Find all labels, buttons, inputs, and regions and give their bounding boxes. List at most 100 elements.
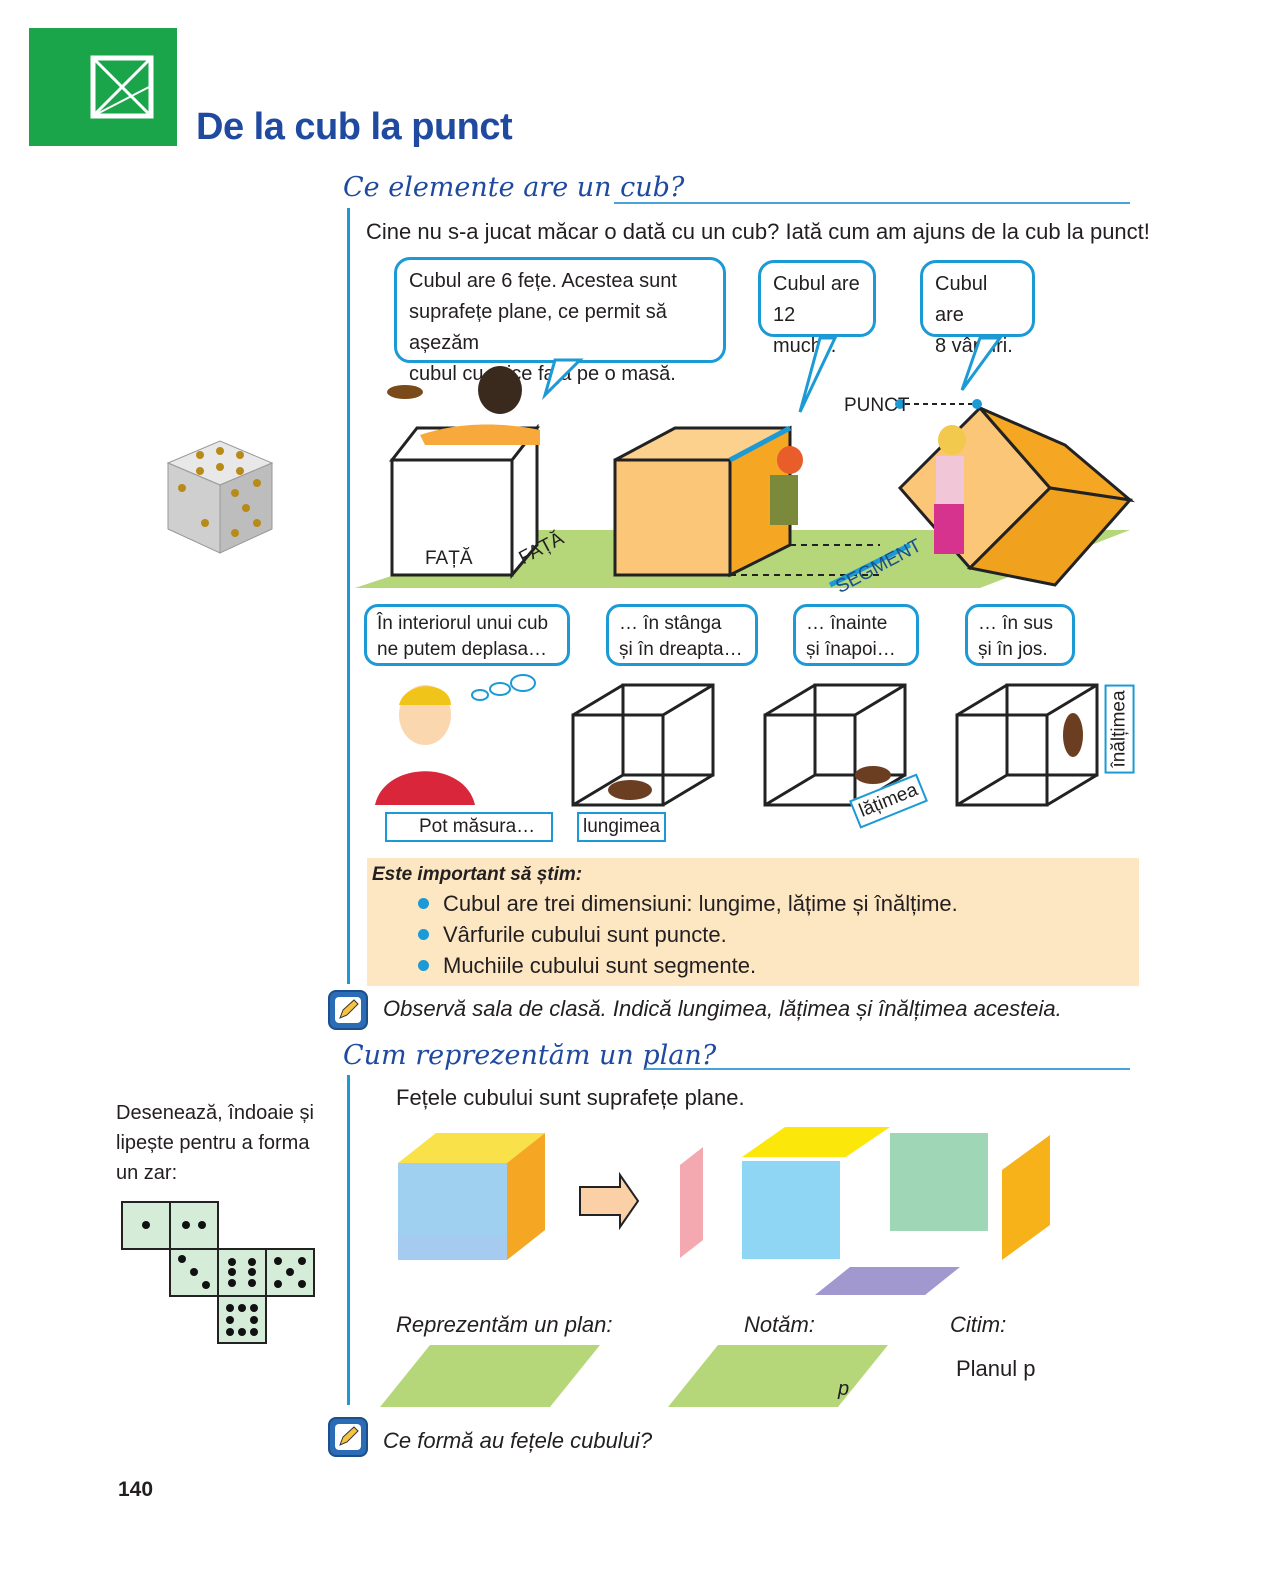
bubble-line: Cubul are — [935, 273, 988, 326]
cube-faces-illustration — [398, 1127, 1050, 1295]
section-vertical-rule — [347, 1075, 350, 1405]
ant-3 — [1063, 713, 1083, 757]
arrow-right-icon — [579, 1171, 640, 1231]
pencil-task-icon — [328, 1417, 368, 1457]
girl-legs — [934, 504, 964, 554]
intro-text: Cine nu s-a jucat măcar o dată cu un cub… — [366, 219, 1150, 244]
bullet-item: Muchiile cubului sunt segmente. — [418, 953, 756, 979]
plane-drawings — [380, 1345, 888, 1407]
thought-bubble-left-right: … în stânga și în dreapta… — [606, 604, 758, 666]
bubble-line: Cubul are 6 fețe. Acestea sunt — [409, 270, 677, 292]
bubble-line: ne putem deplasa… — [377, 639, 548, 660]
cube-illustration — [355, 336, 1136, 588]
cube-side-face — [507, 1133, 545, 1260]
face-purple — [815, 1267, 960, 1295]
pencil-task-icon — [328, 990, 368, 1030]
bullet-icon — [418, 897, 429, 909]
important-title: Este important să știm: — [372, 864, 583, 885]
wireframe-illustration — [375, 674, 1099, 807]
bubble-line: … în sus — [978, 613, 1053, 634]
plane-letter: p — [838, 1378, 850, 1400]
bullet-item: Cubul are trei dimensiuni: lungime, lăți… — [418, 891, 958, 917]
thought-bubble-forward-back: … înainte și înapoi… — [793, 604, 919, 666]
length-label: lungimea — [577, 812, 667, 842]
face-orange — [1002, 1135, 1050, 1260]
thought-bubble-up-down: … în sus și în jos. — [965, 604, 1075, 666]
caption-represent: Reprezentăm un plan: — [396, 1312, 613, 1337]
heading-underline — [614, 202, 1130, 204]
speech-bubble-vertices: Cubul are 8 vârfuri. — [920, 260, 1035, 357]
plane-intro-text: Fețele cubului sunt suprafețe plane. — [396, 1085, 745, 1110]
bubble-line: Cubul are — [773, 273, 860, 295]
segment-line — [828, 542, 912, 588]
ant-1 — [608, 780, 652, 800]
bubble-tail — [798, 336, 838, 413]
bullet-icon — [418, 959, 429, 971]
wire-cube-1 — [571, 683, 715, 807]
bubble-line: cubul cu orice față pe o masă. — [409, 363, 676, 385]
chapter-icon-box — [29, 28, 177, 146]
dice-net-diagram — [121, 1201, 315, 1344]
tilted-cube-side — [966, 486, 1133, 587]
bullet-text: Vârfurile cubului sunt puncte. — [443, 922, 727, 947]
face-pink — [680, 1147, 703, 1258]
point-marker — [895, 399, 905, 409]
ant-2 — [855, 766, 891, 784]
heading-underline — [645, 1068, 1130, 1070]
bullet-icon — [418, 928, 429, 940]
boy-head — [478, 366, 522, 414]
face-label-front: FAȚĂ — [425, 548, 473, 569]
bullet-item: Vârfurile cubului sunt puncte. — [418, 922, 727, 948]
point-label: PUNCT — [844, 395, 910, 416]
caption-read: Citim: — [950, 1312, 1007, 1337]
important-box — [367, 858, 1139, 986]
face-blue — [742, 1161, 840, 1259]
sidebar-instruction: Desenează, îndoaie și lipește pentru a f… — [116, 1098, 314, 1188]
thought-bubble-inside: În interiorul unui cub ne putem deplasa… — [364, 604, 570, 666]
wire-cube-3 — [955, 683, 1099, 807]
bubble-line: … în stânga — [619, 613, 722, 634]
bubble-line: și în dreapta… — [619, 639, 743, 660]
page-number: 140 — [118, 1478, 154, 1501]
cube-top-face — [398, 1133, 545, 1163]
bullet-text: Cubul are trei dimensiuni: lungime, lăți… — [443, 891, 958, 916]
boy-shoe — [387, 385, 423, 399]
bubble-tail — [960, 336, 1003, 391]
orange-cube-front — [613, 458, 732, 577]
boy-hair — [399, 686, 451, 705]
girl-body — [936, 456, 964, 504]
page-title: De la cub la punct — [196, 106, 513, 148]
girl-head — [938, 425, 966, 455]
edge-highlight — [728, 425, 792, 463]
bubble-line: … înainte — [806, 613, 888, 634]
speech-bubble-faces: Cubul are 6 fețe. Acestea sunt suprafețe… — [394, 257, 726, 385]
instruction-line: lipește pentru a forma — [116, 1132, 310, 1154]
boy-vest — [375, 771, 475, 805]
bullet-text: Muchiile cubului sunt segmente. — [443, 953, 757, 978]
section-heading-plane: Cum reprezentăm un plan? — [343, 1040, 717, 1071]
instruction-line: Desenează, îndoaie și — [116, 1102, 314, 1124]
cube-diagonal-icon — [90, 55, 154, 119]
caption-notate: Notăm: — [744, 1312, 815, 1337]
measure-label: Pot măsura… — [385, 812, 553, 842]
climber-body — [770, 475, 798, 525]
dice-image — [166, 440, 274, 554]
bubble-line: suprafețe plane, ce permit să așezăm — [409, 301, 667, 354]
bubble-line: și înapoi… — [806, 639, 896, 660]
section-heading-elements: Ce elemente are un cub? — [343, 172, 685, 203]
instruction-line: un zar: — [116, 1162, 178, 1184]
plane-shape-2 — [668, 1345, 888, 1407]
bubble-line: În interiorul unui cub — [377, 613, 549, 634]
height-label: înălțimea — [1104, 684, 1135, 774]
speech-bubble-edges: Cubul are 12 muchii. — [758, 260, 876, 357]
boy-body — [420, 424, 540, 445]
face-green — [890, 1133, 988, 1231]
plane-shape-1 — [380, 1345, 600, 1407]
face-yellow — [742, 1127, 890, 1157]
section-vertical-rule — [347, 208, 350, 984]
vertex-point — [972, 399, 982, 409]
task-text-2: Ce formă au fețele cubului? — [383, 1428, 653, 1453]
bubble-tail — [541, 358, 584, 401]
bubble-line: și în jos. — [978, 639, 1048, 660]
task-text: Observă sala de clasă. Indică lungimea, … — [383, 996, 1062, 1021]
